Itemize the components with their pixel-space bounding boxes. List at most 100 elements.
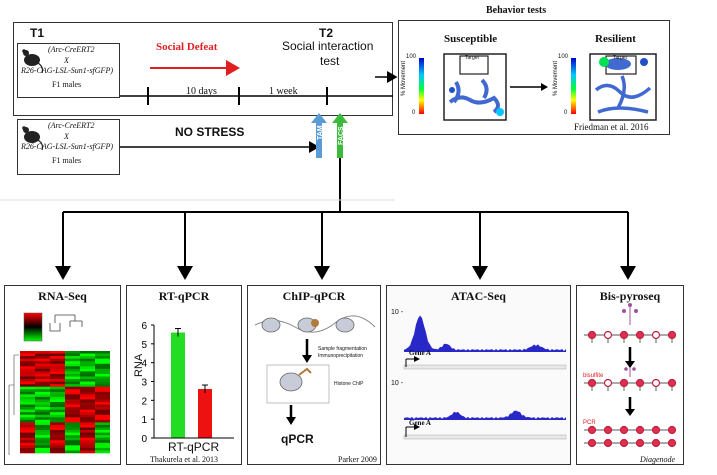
heatmap-cell [35, 440, 50, 444]
methyl-group [628, 303, 632, 307]
heatmap-cell [50, 371, 65, 375]
genotype-line4: F1 males [52, 80, 82, 89]
heatmap-cell [95, 351, 110, 354]
heatmap-cell [20, 371, 35, 375]
tick-top-susceptible: 100 [406, 54, 417, 60]
heatmap-cell [65, 394, 80, 398]
atac-gene-2: Gene A [409, 419, 431, 427]
heatmap-cell [35, 384, 50, 387]
rtqpcr-tick-label: 2 [141, 396, 147, 407]
heatmap-cell [80, 427, 95, 431]
heatmap-cell [50, 432, 65, 436]
heatmap-cell [95, 450, 110, 454]
tick-bottom-susceptible: 0 [412, 110, 416, 116]
heatmap-cell [35, 356, 50, 359]
susceptible-label: Susceptible [444, 33, 498, 45]
heatmap-cell [80, 430, 95, 433]
heatmap-cell [95, 389, 110, 393]
heatmap-cell [80, 432, 95, 436]
heatmap-cell [95, 368, 110, 372]
heatmap-cell [20, 447, 35, 451]
heatmap-cell [80, 412, 95, 416]
tam-label: TAM [317, 125, 324, 140]
heatmap-cell [20, 389, 35, 393]
heatmap-cell [20, 368, 35, 372]
heatmap-cell [80, 366, 95, 370]
heatmap-cell [95, 417, 110, 421]
resilient-label: Resilient [595, 33, 636, 45]
social-defeat-label: Social Defeat [156, 41, 218, 53]
ten-days-label: 10 days [186, 86, 217, 97]
rtqpcr-bar [171, 332, 185, 438]
cpg-site [651, 425, 661, 435]
heatmap-cell [65, 399, 80, 403]
cpg-site [587, 425, 597, 435]
heatmap-cell [20, 351, 35, 354]
heatmap-cell [80, 373, 95, 377]
genotype-line2: X [64, 132, 69, 141]
heatmap-cell [95, 384, 110, 387]
heatmap-cell [20, 427, 35, 431]
heatmap-cell [95, 391, 110, 395]
atac-tick-1: 10 - [391, 309, 404, 316]
heatmap-cell [20, 373, 35, 377]
heatmap-cell [50, 407, 65, 410]
heatmap-cell [20, 396, 35, 400]
heatmap-cell [20, 358, 35, 362]
heatmap-cell [20, 435, 35, 438]
heatmap-cell [65, 358, 80, 362]
heatmap-cell [80, 368, 95, 372]
heatmap-cell [65, 414, 80, 418]
heatmap-cell [65, 435, 80, 438]
heatmap-cell [95, 409, 110, 413]
heatmap-cell [35, 379, 50, 382]
heatmap-cell [50, 391, 65, 395]
heatmap-cell [80, 353, 95, 357]
heatmap-cell [95, 412, 110, 416]
bis-bisulfite: bisulfite [583, 373, 604, 379]
genotype-line4: F1 males [52, 156, 82, 165]
heatmap-cell [50, 376, 65, 380]
heatmap-cell [80, 419, 95, 423]
heatmap-cell [20, 384, 35, 387]
heatmap-cell [80, 356, 95, 359]
heatmap-cell [65, 407, 80, 410]
genotype-line3: R26-CAG-LSL-Sun1-sfGFP) [21, 66, 113, 75]
facs-label: FACS [338, 126, 345, 145]
mouse-genotype-box-1: (Arc-CreERT2 X R26-CAG-LSL-Sun1-sfGFP) F… [17, 43, 120, 98]
heatmap-cell [20, 450, 35, 454]
heatmap-cell [80, 422, 95, 426]
heatmap-cell [95, 427, 110, 431]
heatmap-cell [35, 409, 50, 413]
heatmap-cell [50, 368, 65, 372]
heatmap-cell [80, 391, 95, 395]
rnaseq-heatmap [8, 312, 110, 455]
heatmap-cell [20, 407, 35, 410]
rtqpcr-ylabel: RNA [133, 353, 145, 377]
heatmap-cell [80, 450, 95, 454]
heatmap-cell [35, 381, 50, 385]
heatmap-cell [35, 402, 50, 405]
heatmap-cell [80, 447, 95, 451]
heatmap-cell [65, 389, 80, 393]
cpg-site [619, 378, 629, 388]
heatmap-cell [65, 450, 80, 454]
chip-citation: Parker 2009 [338, 455, 377, 464]
heatmap-cell [80, 363, 95, 367]
heatmap-cell [50, 386, 65, 390]
heatmap-cell [35, 373, 50, 377]
heatmap-cell [95, 356, 110, 359]
heatmap-cell [80, 384, 95, 387]
heatmap-cell [35, 391, 50, 395]
heatmap-cell [35, 437, 50, 441]
chip-step2: Histone ChIP [334, 381, 364, 387]
cpg-site [603, 438, 613, 448]
heatmap-cell [65, 384, 80, 387]
heatmap-cell [20, 440, 35, 444]
heatmap-cell [20, 424, 35, 428]
heatmap-cell [50, 414, 65, 418]
rtqpcr-tick-label: 4 [141, 359, 147, 370]
heatmap-cell [50, 363, 65, 367]
methyl-group [622, 309, 626, 313]
heatmap-cell [95, 386, 110, 390]
